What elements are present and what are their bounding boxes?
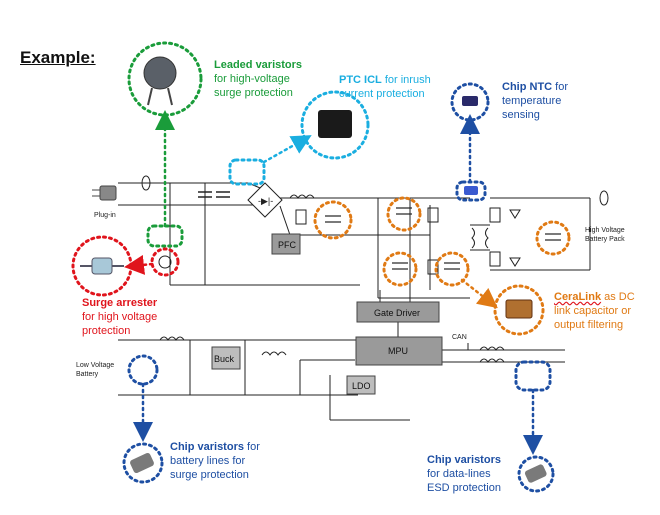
chip-ntc-label: Chip NTC for temperature sensing — [502, 81, 569, 121]
rectifier-icon — [247, 182, 283, 218]
buck-label: Buck — [214, 354, 235, 364]
hv-battery-label-1: High Voltage — [585, 227, 625, 234]
mpu-label: MPU — [388, 346, 408, 356]
surge-arrester-label: Surge arrester for high voltage protecti… — [82, 297, 158, 337]
ptc-label: PTC ICL for inrush current protection — [339, 74, 431, 100]
plug-icon — [99, 185, 117, 201]
can-label: CAN — [452, 334, 467, 341]
hv-battery-label-2: Battery Pack — [585, 236, 625, 243]
chip-ntc-circle — [450, 82, 490, 122]
ferrite-icon — [141, 175, 151, 191]
plug-in-label: Plug-in — [94, 212, 116, 219]
page-title: Example: — [20, 48, 96, 67]
chip-varistor-data-circle — [517, 455, 555, 493]
ferrite-icon — [599, 190, 609, 206]
lv-battery-label-2: Battery — [76, 371, 99, 378]
leaded-varistor-label: Leaded varistors for high-voltage surge … — [214, 59, 303, 99]
chip-varistor-data-label: Chip varistors for data-lines ESD protec… — [427, 454, 501, 494]
ptc-circle — [300, 90, 370, 160]
leaded-varistor-icon — [143, 56, 177, 90]
gate-driver-block — [356, 301, 440, 323]
wiring — [118, 182, 591, 421]
ldo-label: LDO — [352, 381, 371, 391]
ceralink-circle — [493, 284, 545, 336]
ldo-block — [346, 375, 376, 395]
chip-varistor-battery-label: Chip varistors for battery lines for sur… — [170, 441, 260, 481]
pfc-label: PFC — [278, 240, 296, 250]
ceralink-icon — [505, 299, 533, 319]
buck-block — [211, 346, 241, 370]
mpu-block — [355, 336, 443, 366]
gate-driver-label: Gate Driver — [374, 308, 421, 318]
lv-battery-label-1: Low Voltage — [76, 362, 115, 369]
ptc-icon — [318, 110, 352, 138]
ceralink-label: CeraLink as DC link capacitor or output … — [554, 291, 635, 331]
chip-varistor-battery-circle — [122, 442, 164, 484]
svg-text:-▶|-: -▶|- — [258, 196, 273, 206]
pfc-block — [271, 233, 301, 255]
